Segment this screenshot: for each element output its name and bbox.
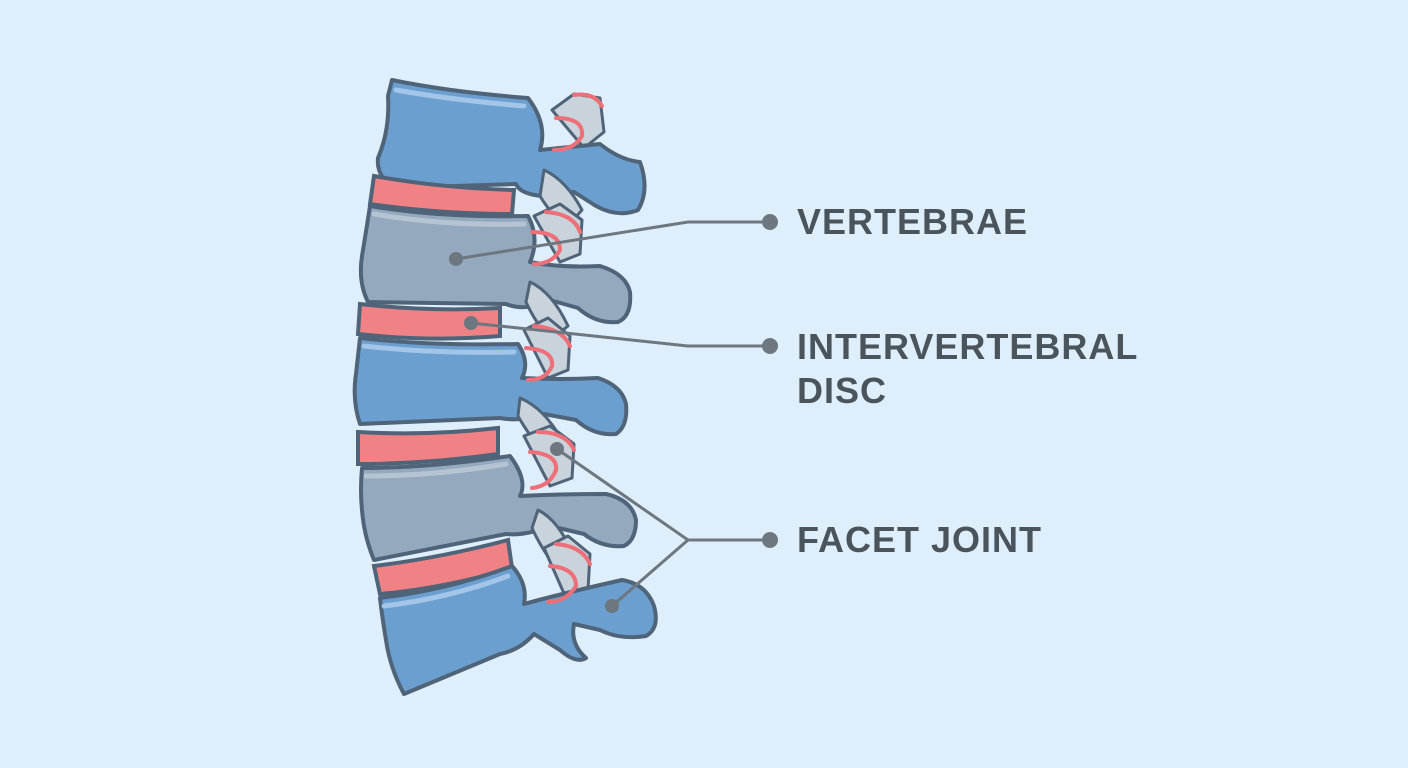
- leader-disc: [470, 321, 770, 348]
- label-facet-joint: FACET JOINT: [797, 519, 1043, 560]
- label-dot-vertebrae: [762, 214, 778, 230]
- vertebra-2: [358, 202, 633, 325]
- label-intervertebral-disc: INTERVERTEBRAL DISC: [797, 325, 1138, 413]
- pointer-dot-vertebrae: [449, 252, 463, 266]
- label-disc-line2: DISC: [797, 370, 888, 411]
- leader-facet-lower: [611, 538, 689, 608]
- label-disc-line1: INTERVERTEBRAL: [797, 326, 1139, 367]
- disc-2: [355, 301, 502, 341]
- pointer-dot-facet-lower: [605, 599, 619, 613]
- vertebra-4: [359, 424, 638, 562]
- leader-lines: [449, 214, 778, 613]
- vertebra-3: [352, 316, 629, 437]
- pointer-dot-disc: [464, 316, 478, 330]
- leader-vertebrae: [455, 220, 770, 261]
- disc-1: [367, 173, 517, 217]
- vertebra-1: [375, 78, 647, 216]
- label-vertebrae: VERTEBRAE: [797, 201, 1029, 242]
- label-dot-facet: [762, 532, 778, 548]
- disc-3: [356, 425, 500, 467]
- label-dot-disc: [762, 338, 778, 354]
- pointer-dot-facet-upper: [550, 442, 564, 456]
- vertebra-5: [378, 534, 658, 696]
